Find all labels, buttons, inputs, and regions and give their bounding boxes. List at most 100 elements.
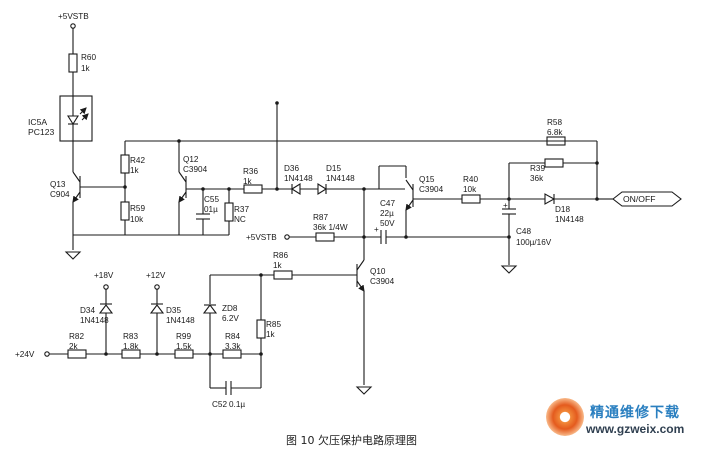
watermark-title: 精通维修下载 (590, 405, 680, 421)
q15-transistor (378, 165, 462, 237)
d15-diode (317, 183, 328, 195)
d35-diode (149, 304, 165, 314)
r99-resistor (174, 349, 194, 359)
svg-text:1k: 1k (273, 261, 283, 270)
svg-text:2k: 2k (69, 342, 79, 351)
top-supply-branch (59, 23, 93, 170)
svg-text:1N4148: 1N4148 (326, 174, 355, 183)
ic5a-led-icon (67, 115, 79, 126)
svg-text:NC: NC (234, 215, 246, 224)
r39-resistor (544, 158, 564, 168)
r85-resistor (256, 319, 266, 339)
ground-icon (500, 265, 518, 274)
r40-resistor (461, 194, 481, 204)
svg-text:+5VSTB: +5VSTB (58, 12, 89, 21)
svg-text:C48: C48 (516, 227, 531, 236)
svg-text:R60: R60 (81, 53, 96, 62)
svg-text:10k: 10k (463, 185, 477, 194)
ground-icon (355, 386, 373, 395)
r84-resistor (222, 349, 242, 359)
svg-text:C904: C904 (50, 190, 70, 199)
r83-resistor (121, 349, 141, 359)
r87-resistor (315, 232, 335, 242)
svg-text:R40: R40 (463, 175, 478, 184)
svg-text:1k: 1k (243, 177, 253, 186)
svg-text:1k: 1k (130, 166, 140, 175)
svg-text:Q10: Q10 (370, 267, 386, 276)
svg-text:D18: D18 (555, 205, 570, 214)
svg-text:1.8k: 1.8k (123, 342, 139, 351)
figure-caption: 图 10 欠压保护电路原理图 (286, 434, 417, 447)
svg-text:PC123: PC123 (28, 127, 54, 137)
watermark-url: www.gzweix.com (586, 422, 685, 436)
d18-diode (544, 193, 556, 205)
svg-text:R85: R85 (266, 320, 281, 329)
svg-text:R87: R87 (313, 213, 328, 222)
svg-text:+: + (503, 201, 508, 210)
svg-text:Q12: Q12 (183, 155, 199, 164)
svg-text:C55: C55 (204, 195, 219, 204)
svg-text:6.8k: 6.8k (547, 128, 563, 137)
q12-transistor (177, 139, 187, 235)
r37-resistor (224, 202, 234, 222)
onoff-connector (612, 191, 682, 207)
svg-text:R37: R37 (234, 205, 249, 214)
svg-text:1k: 1k (266, 330, 276, 339)
svg-text:Q15: Q15 (419, 175, 435, 184)
d34-diode (98, 304, 114, 314)
svg-text:C47: C47 (380, 199, 395, 208)
r36-resistor (243, 184, 263, 194)
svg-text:D34: D34 (80, 306, 95, 315)
svg-text:C52: C52 (212, 400, 227, 409)
d36-diode (290, 183, 301, 195)
svg-text:01µ: 01µ (204, 205, 218, 214)
svg-text:IC5A: IC5A (28, 117, 47, 127)
svg-text:+18V: +18V (94, 271, 114, 280)
svg-text:R59: R59 (130, 204, 145, 213)
ic5a-optocoupler (59, 95, 93, 142)
svg-text:R42: R42 (130, 156, 145, 165)
svg-text:1N4148: 1N4148 (284, 174, 313, 183)
component-labels: +5VSTB R60 1k IC5A PC123 R42 1k R59 10k … (15, 12, 655, 409)
svg-text:100µ/16V: 100µ/16V (516, 238, 552, 247)
svg-text:D35: D35 (166, 306, 181, 315)
svg-text:R86: R86 (273, 251, 288, 260)
svg-text:+12V: +12V (146, 271, 166, 280)
svg-text:50V: 50V (380, 219, 395, 228)
r59-resistor (120, 201, 130, 221)
svg-text:D36: D36 (284, 164, 299, 173)
svg-text:R99: R99 (176, 332, 191, 341)
svg-text:R83: R83 (123, 332, 138, 341)
q13-transistor (64, 170, 125, 260)
svg-text:ZD8: ZD8 (222, 304, 238, 313)
svg-text:22µ: 22µ (380, 209, 394, 218)
watermark-logo-icon (546, 398, 584, 436)
svg-text:D15: D15 (326, 164, 341, 173)
ground-icon (64, 251, 82, 260)
svg-text:R82: R82 (69, 332, 84, 341)
svg-text:ON/OFF: ON/OFF (623, 194, 655, 204)
watermark: 精通维修下载 www.gzweix.com (546, 396, 696, 450)
r60-resistor (68, 53, 78, 73)
svg-text:Q13: Q13 (50, 180, 66, 189)
r86-resistor (273, 270, 293, 280)
svg-text:1N4148: 1N4148 (166, 316, 195, 325)
svg-text:C3904: C3904 (183, 165, 208, 174)
svg-text:R84: R84 (225, 332, 240, 341)
svg-text:1N4148: 1N4148 (80, 316, 109, 325)
svg-text:+: + (374, 225, 379, 234)
r42-resistor (120, 154, 130, 174)
svg-text:R39: R39 (530, 164, 545, 173)
svg-text:R36: R36 (243, 167, 258, 176)
q10-transistor (355, 259, 373, 395)
r58-resistor (546, 136, 566, 146)
svg-text:3.3k: 3.3k (225, 342, 241, 351)
svg-text:10k: 10k (130, 215, 144, 224)
zd8-zener (202, 304, 218, 314)
svg-text:1k: 1k (81, 64, 91, 73)
svg-text:R58: R58 (547, 118, 562, 127)
svg-text:1.5k: 1.5k (176, 342, 192, 351)
r82-resistor (67, 349, 87, 359)
svg-text:+24V: +24V (15, 350, 35, 359)
